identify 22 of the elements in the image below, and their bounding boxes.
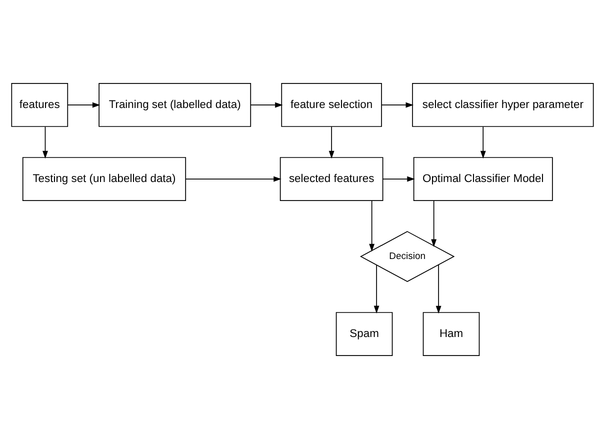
arrow	[436, 264, 442, 314]
arrow	[431, 200, 437, 247]
node-diamond: Decision	[360, 230, 455, 282]
arrow	[42, 126, 48, 158]
node-box: feature selection	[281, 82, 382, 126]
arrow	[67, 102, 100, 108]
node-box: Spam	[336, 312, 393, 356]
node-box: select classifier hyper parameter	[412, 82, 594, 126]
arrow	[250, 102, 283, 108]
node-box: Training set (labelled data)	[98, 82, 252, 126]
arrow	[185, 176, 282, 182]
node-box: features	[11, 82, 68, 126]
arrow	[382, 176, 415, 182]
arrow	[381, 102, 414, 108]
node-box: Optimal Classifier Model	[413, 156, 553, 200]
node-box: selected features	[280, 156, 384, 200]
node-box: Testing set (un labelled data)	[22, 156, 186, 200]
node-box: Ham	[422, 312, 480, 356]
arrow	[374, 264, 380, 313]
arrow	[480, 126, 486, 158]
arrow	[328, 126, 334, 158]
arrow	[369, 200, 375, 252]
